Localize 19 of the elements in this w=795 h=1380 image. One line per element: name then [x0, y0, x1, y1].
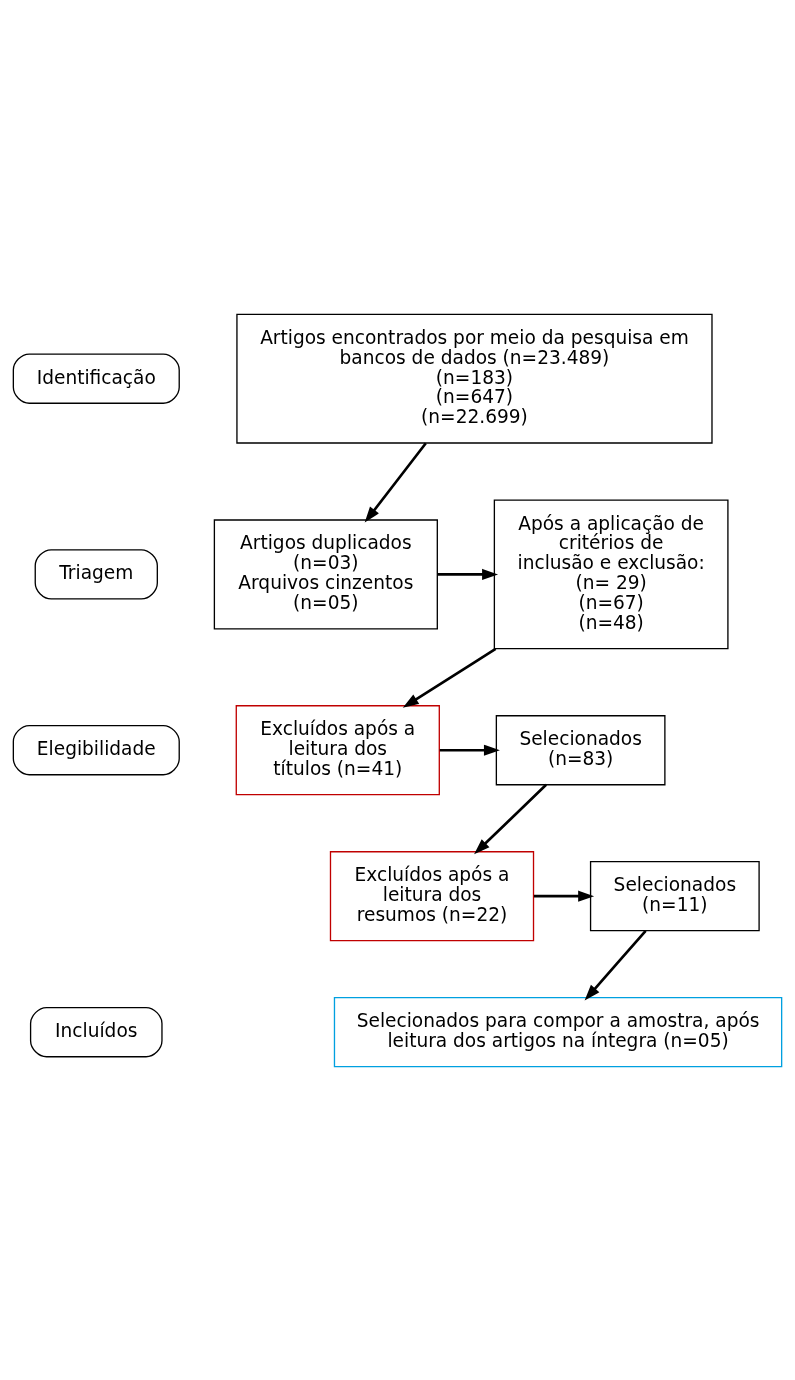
node-box: Elegibilidade [12, 724, 180, 775]
node-box: Incluídos [29, 1006, 163, 1057]
arrow [364, 441, 427, 523]
arrow [474, 783, 548, 854]
node-box: Após a aplicação de critérios de inclusão e exclusão: (n= 29) (n=67) (n=48) [493, 498, 729, 649]
arrow [584, 929, 647, 1001]
node-box: Artigos encontrados por meio da pesquisa em bancos de dados (n=23.489) (n=183) (n=647) (n=22.699) [236, 313, 713, 444]
arrow [437, 568, 499, 580]
node-box: Triagem [34, 548, 158, 600]
arrow [402, 647, 497, 708]
node-box: Artigos duplicados (n=03) Arquivos cinzentos (n=05) [213, 518, 438, 629]
node-box: Selecionados (n=11) [589, 860, 760, 931]
node-box: Selecionados para compor a amostra, após leitura dos artigos na íntegra (n=05) [333, 996, 783, 1067]
node-box: Excluídos após a leitura dos títulos (n=41) [235, 704, 440, 795]
node-box: Excluídos após a leitura dos resumos (n=22) [329, 850, 535, 941]
arrow [534, 890, 595, 902]
node-box: Identificação [12, 352, 180, 404]
arrow [439, 744, 500, 756]
node-box: Selecionados (n=83) [495, 714, 666, 785]
